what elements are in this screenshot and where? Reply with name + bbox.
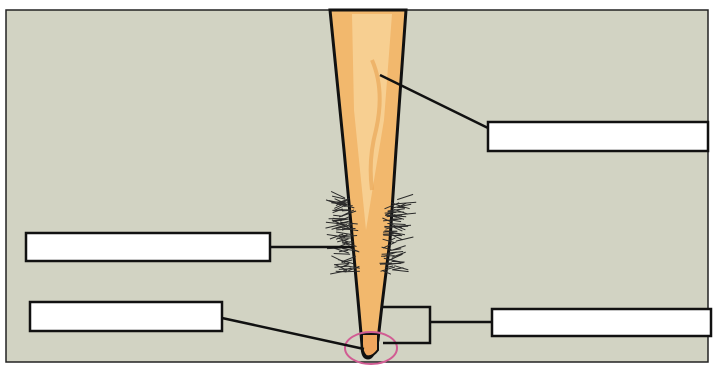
root-hair <box>383 234 394 235</box>
root-hair <box>381 256 395 257</box>
label-box-root-cap[interactable] <box>30 302 222 331</box>
root-hair <box>392 261 405 262</box>
root-hair <box>385 212 397 213</box>
label-box-root-hairs[interactable] <box>26 233 270 261</box>
label-box-upper-root[interactable] <box>488 122 708 151</box>
root-cap <box>362 334 378 356</box>
label-box-growth-zone[interactable] <box>492 309 711 336</box>
root-hair <box>388 212 404 213</box>
root-hair <box>383 235 402 236</box>
